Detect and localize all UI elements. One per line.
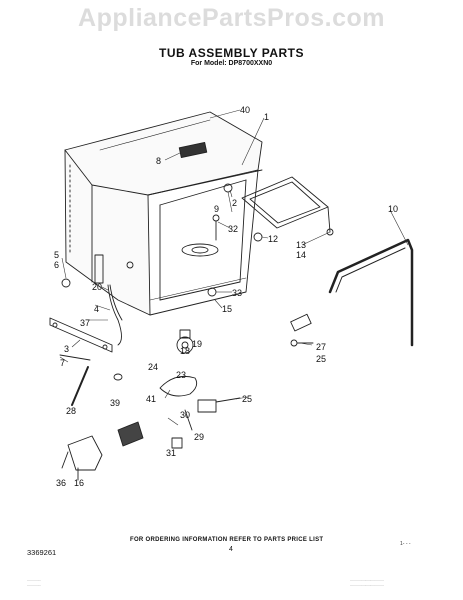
callout-33: 33: [232, 288, 242, 298]
watermark: AppliancePartsPros.com: [78, 4, 385, 32]
callout-30: 30: [180, 410, 190, 420]
callout-18: 18: [180, 346, 190, 356]
callout-23: 23: [176, 370, 186, 380]
callout-20: 20: [92, 282, 102, 292]
callout-27: 27: [316, 342, 326, 352]
callout-3: 3: [64, 344, 69, 354]
document-number: 3369261: [27, 548, 57, 557]
leader-lines: [59, 109, 409, 426]
callout-16: 16: [74, 478, 84, 488]
door-gasket-part-10: [328, 238, 414, 347]
model-subtitle: For Model: DP8700XXN0: [190, 60, 273, 67]
callout-19: 19: [192, 339, 202, 349]
callout-1: 1: [264, 112, 269, 122]
callout-37: 37: [80, 318, 90, 328]
callout-36: 36: [56, 478, 66, 488]
diagram-title: TUB ASSEMBLY PARTS: [158, 46, 305, 60]
callout-24: 24: [148, 362, 158, 372]
callout-2: 2: [232, 198, 237, 208]
fine-print-left-2: ..............: [27, 583, 41, 587]
rack-frame: [241, 176, 331, 233]
callout-labels: 40 1 8 9 2 32 12 13 14 10 5 6 20 4 3 7 3…: [54, 105, 398, 488]
callout-39: 39: [110, 398, 120, 408]
fine-print-right-1: ...................................: [350, 578, 385, 582]
footer-mark: 1- - -: [400, 541, 411, 547]
callout-25-b: 25: [316, 354, 326, 364]
callout-31: 31: [166, 448, 176, 458]
callout-14: 14: [296, 250, 306, 260]
callout-32: 32: [228, 224, 238, 234]
callout-25-a: 25: [242, 394, 252, 404]
callout-7: 7: [60, 358, 65, 368]
callout-10: 10: [388, 204, 398, 214]
fine-print-left-1: ..............: [27, 578, 41, 582]
callout-29: 29: [194, 432, 204, 442]
callout-9: 9: [214, 204, 219, 214]
page-number: 4: [229, 546, 233, 553]
callout-41: 41: [146, 394, 156, 404]
callout-12: 12: [268, 234, 278, 244]
callout-15: 15: [222, 304, 232, 314]
callout-4: 4: [94, 304, 99, 314]
callout-28: 28: [66, 406, 76, 416]
callout-13: 13: [296, 240, 306, 250]
callout-5: 5: [54, 250, 59, 260]
ordering-note: FOR ORDERING INFORMATION REFER TO PARTS …: [130, 537, 324, 543]
callout-8: 8: [156, 156, 161, 166]
callout-6: 6: [54, 260, 59, 270]
fine-print-right-2: ...................................: [350, 583, 385, 587]
callout-40: 40: [240, 105, 250, 115]
